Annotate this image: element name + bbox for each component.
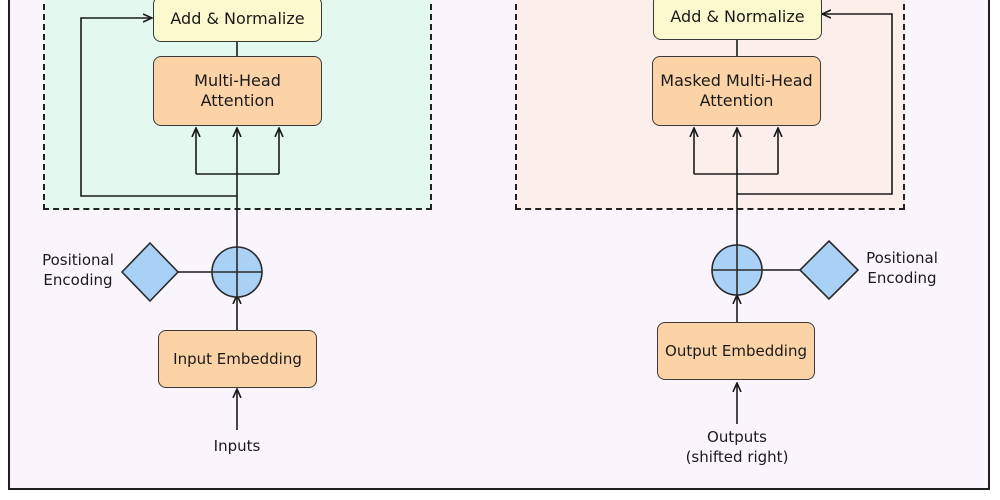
outputs-label-line1: Outputs [707,428,767,446]
encoder-attention-label-line2: Attention [200,91,275,110]
outputs-label: Outputs (shifted right) [677,428,797,467]
encoder-attention-label-line1: Multi-Head [194,71,281,90]
encoder-add-normalize-box: Add & Normalize [153,0,322,42]
inputs-label: Inputs [197,437,277,457]
encoder-input-embedding-label: Input Embedding [173,349,302,368]
encoder-positional-line2: Encoding [43,270,113,289]
decoder-add-normalize-box: Add & Normalize [653,0,822,40]
decoder-attention-label-line1: Masked Multi-Head [660,71,813,90]
decoder-add-normalize-label: Add & Normalize [670,7,805,26]
encoder-positional-encoding-diamond [120,241,180,303]
decoder-positional-line2: Encoding [867,268,937,287]
decoder-sum-node [711,244,763,296]
decoder-positional-encoding-diamond [798,239,860,301]
decoder-output-embedding-box: Output Embedding [657,322,815,380]
outputs-label-line2: (shifted right) [685,447,789,466]
encoder-input-embedding-box: Input Embedding [158,330,317,388]
inputs-label-text: Inputs [213,437,261,455]
encoder-add-normalize-label: Add & Normalize [170,9,305,28]
decoder-positional-line1: Positional [866,249,938,267]
encoder-positional-line1: Positional [42,251,114,269]
decoder-attention-label-line2: Attention [699,91,774,110]
decoder-masked-multi-head-attention-box: Masked Multi-Head Attention [652,56,821,126]
encoder-residual-arrow [80,18,237,197]
decoder-positional-encoding-label: Positional Encoding [862,249,942,288]
encoder-sum-node [211,246,263,298]
encoder-positional-encoding-label: Positional Encoding [38,251,118,290]
decoder-residual-arrow [737,14,893,195]
encoder-multi-head-attention-box: Multi-Head Attention [153,56,322,126]
decoder-output-embedding-label: Output Embedding [665,341,807,360]
